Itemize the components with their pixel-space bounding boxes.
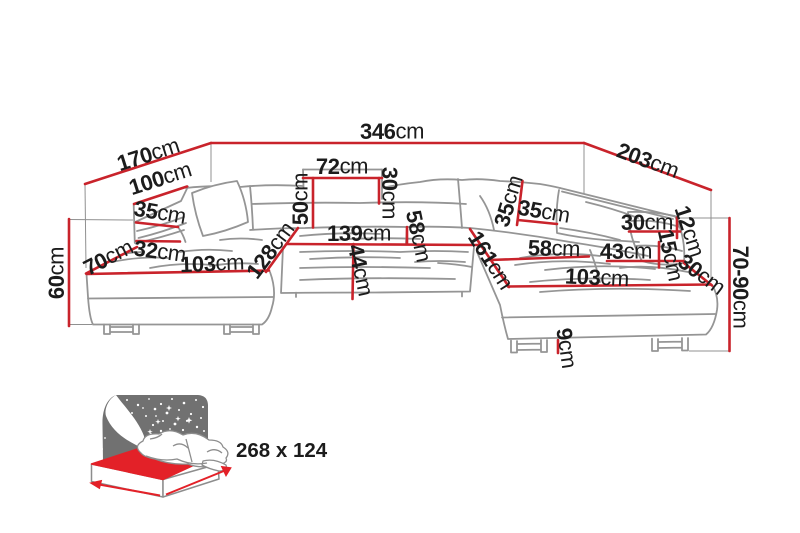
- svg-text:60cm: 60cm: [44, 247, 69, 299]
- svg-text:30cm: 30cm: [621, 210, 673, 235]
- svg-text:268 x 124: 268 x 124: [236, 439, 328, 462]
- svg-text:103cm: 103cm: [564, 263, 629, 291]
- svg-text:9cm: 9cm: [552, 326, 582, 369]
- svg-text:72cm: 72cm: [316, 154, 368, 179]
- svg-text:35cm: 35cm: [516, 194, 572, 228]
- svg-text:44cm: 44cm: [343, 242, 378, 298]
- svg-text:58cm: 58cm: [401, 208, 436, 264]
- svg-text:15cm: 15cm: [653, 227, 688, 283]
- svg-text:139cm: 139cm: [327, 221, 391, 246]
- svg-text:43cm: 43cm: [600, 239, 652, 264]
- svg-text:70-90cm: 70-90cm: [729, 246, 754, 329]
- svg-text:50cm: 50cm: [288, 173, 313, 225]
- svg-text:30cm: 30cm: [674, 248, 731, 299]
- svg-text:30cm: 30cm: [378, 167, 403, 219]
- svg-text:103cm: 103cm: [180, 249, 245, 276]
- svg-text:58cm: 58cm: [527, 235, 580, 262]
- svg-text:203cm: 203cm: [614, 137, 683, 183]
- svg-text:346cm: 346cm: [360, 119, 424, 144]
